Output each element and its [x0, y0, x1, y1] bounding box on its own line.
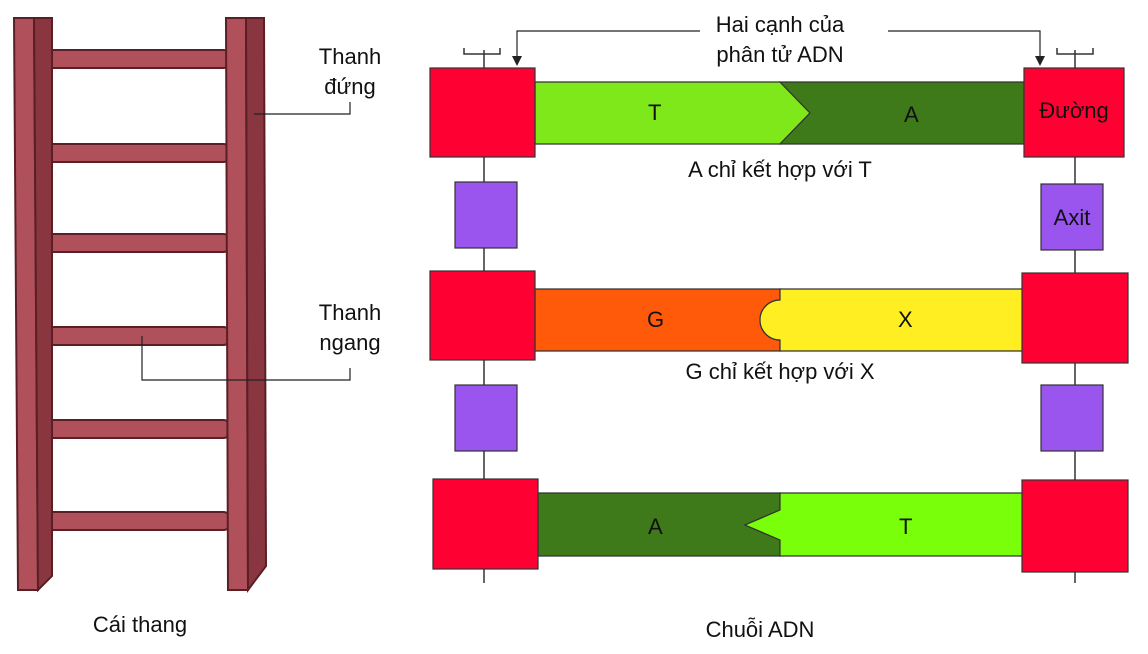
ladder-right-upright: [224, 17, 268, 593]
base-right-1-letter: A: [904, 102, 919, 127]
acid-label: Axit: [1053, 205, 1091, 230]
rung-label-line2: ngang: [319, 330, 381, 355]
base-right-3-letter: T: [899, 514, 913, 539]
rung-label-line1: Thanh: [318, 300, 382, 325]
ladder-rungs: [39, 49, 233, 531]
acid-blocks: [454, 181, 1104, 452]
acid-left-1: [454, 181, 518, 249]
sugar-right-3: [1021, 479, 1129, 573]
upright-label-line1: Thanh: [318, 44, 382, 69]
right-strand-arrowhead: [1035, 56, 1045, 66]
base-pair-2: [534, 288, 1025, 352]
ladder-rung: [39, 511, 233, 531]
ladder-rung: [39, 143, 233, 163]
pair-1-caption: A chỉ kết hợp với T: [688, 157, 872, 182]
base-left-3-letter: A: [648, 514, 663, 539]
base-pair-1: [534, 81, 1025, 145]
left-strand-arrowhead: [512, 56, 522, 66]
ladder: [12, 17, 351, 593]
base-pair-3: [537, 492, 1025, 557]
upright-leader-line: [254, 102, 351, 115]
base-right-1: [778, 81, 1025, 145]
strands-label-line2: phân tử ADN: [716, 42, 844, 67]
ladder-rung: [39, 233, 233, 253]
sugar-left-3: [432, 478, 539, 570]
sugar-left-2: [429, 270, 536, 361]
base-left-1-letter: T: [648, 100, 662, 125]
rung-label: Thanh ngang: [300, 298, 400, 358]
acid-right-2: [1040, 384, 1104, 452]
rung-leader-line: [141, 336, 351, 381]
ladder-rung: [39, 419, 233, 439]
ladder-left-upright: [12, 17, 53, 593]
ladder-rung: [39, 326, 233, 346]
left-strand-arrow: [516, 30, 700, 58]
sugar-label: Đường: [1039, 98, 1109, 123]
strands-label-line1: Hai cạnh của: [715, 12, 845, 37]
sugar-right-2: [1021, 272, 1129, 364]
right-backbone-cap: [1056, 48, 1094, 55]
pair-2-caption: G chỉ kết hợp với X: [685, 359, 875, 384]
base-left-1: [534, 81, 811, 145]
upright-label-line2: đứng: [324, 74, 376, 99]
ladder-caption: Cái thang: [92, 612, 188, 637]
upright-label: Thanh đứng: [300, 42, 400, 102]
base-left-2-letter: G: [647, 307, 665, 332]
base-right-3: [743, 492, 1025, 557]
left-backbone-cap: [463, 48, 501, 55]
sugar-right-1: [1023, 67, 1125, 158]
acid-right-1: [1040, 183, 1104, 251]
base-right-2: [759, 288, 1025, 352]
strands-label: Hai cạnh của phân tử ADN: [680, 10, 880, 70]
ladder-rung: [39, 49, 233, 69]
acid-left-2: [454, 384, 518, 452]
dna-chain: [429, 30, 1129, 583]
dna-caption: Chuỗi ADN: [705, 617, 815, 642]
sugar-left-1: [429, 67, 536, 158]
base-right-2-letter: X: [898, 307, 913, 332]
sugar-blocks: [429, 67, 1129, 573]
right-strand-arrow: [888, 30, 1041, 58]
